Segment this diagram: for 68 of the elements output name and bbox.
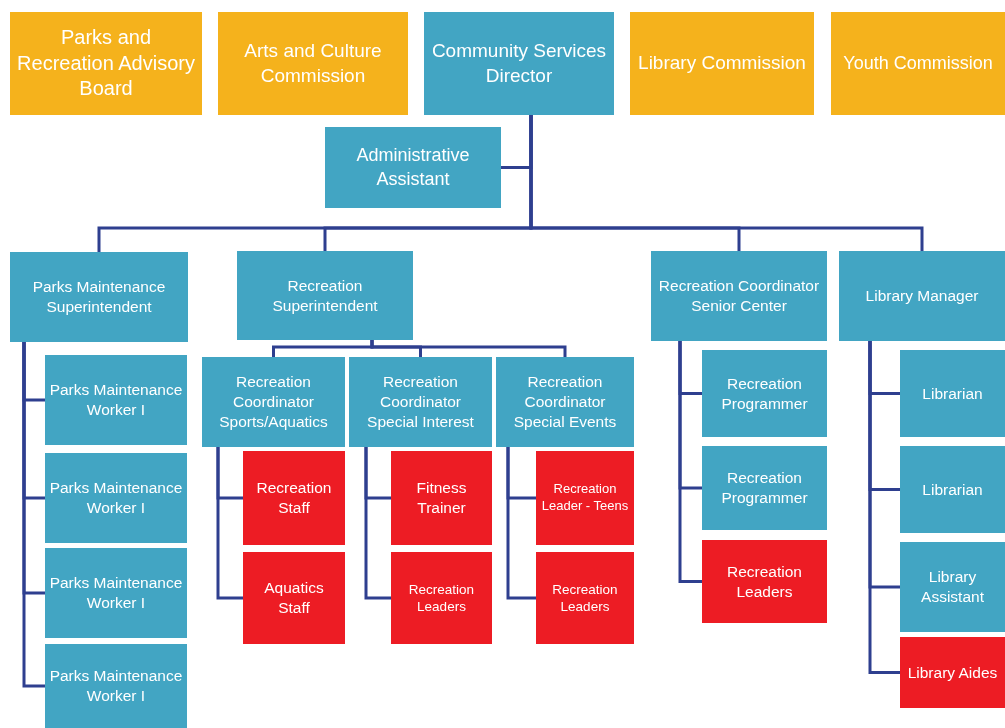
role-title: Fitness Trainer xyxy=(415,478,468,518)
role-title: Administrative Assistant xyxy=(355,144,471,191)
org-box xyxy=(243,451,345,545)
role-title: Recreation Coordinator Sports/Aquatics xyxy=(218,372,329,432)
org-box xyxy=(496,357,634,447)
org-box xyxy=(900,350,1005,437)
org-box xyxy=(630,12,814,115)
connector-line xyxy=(22,342,45,688)
org-box xyxy=(243,552,345,644)
org-box xyxy=(45,644,187,728)
org-box xyxy=(702,350,827,437)
role-title: Parks Maintenance Worker I xyxy=(49,478,183,518)
role-title: Recreation Programmer xyxy=(720,373,809,414)
org-box xyxy=(702,446,827,530)
role-title: Parks Maintenance Worker I xyxy=(49,573,183,613)
role-title: Recreation Leaders xyxy=(551,580,619,616)
role-title: Parks Maintenance Worker I xyxy=(49,380,183,420)
connector-line xyxy=(506,447,536,600)
role-title: Community Services Director xyxy=(430,39,608,88)
connector-line xyxy=(868,341,900,674)
org-box xyxy=(10,12,202,115)
org-box xyxy=(237,251,413,340)
role-title: Recreation Coordinator Special Events xyxy=(512,372,618,432)
role-title: Library Assistant xyxy=(920,567,985,607)
role-title: Youth Commission xyxy=(843,52,993,75)
org-box xyxy=(831,12,1005,115)
role-title: Arts and Culture Commission xyxy=(243,39,383,88)
org-box xyxy=(45,355,187,445)
org-box xyxy=(325,127,501,208)
connector-line xyxy=(678,341,702,583)
org-box xyxy=(900,637,1005,708)
role-title: Recreation Staff xyxy=(255,478,333,518)
org-box xyxy=(702,540,827,623)
role-title: Aquatics Staff xyxy=(263,578,325,618)
org-box xyxy=(391,451,492,545)
org-box xyxy=(839,251,1005,341)
connector-line xyxy=(370,340,567,357)
org-box xyxy=(45,548,187,638)
role-title: Parks Maintenance Worker I xyxy=(49,666,183,706)
connector-line xyxy=(529,115,924,251)
role-title: Librarian xyxy=(922,479,983,500)
org-box xyxy=(45,453,187,543)
role-title: Recreation Programmer xyxy=(720,468,809,508)
role-title: Library Aides xyxy=(907,662,998,683)
role-title: Recreation Leaders xyxy=(726,561,803,602)
role-title: Parks and Recreation Advisory Board xyxy=(16,25,196,102)
role-title: Librarian xyxy=(922,383,983,404)
org-box xyxy=(218,12,408,115)
role-title: Library Commission xyxy=(638,51,806,76)
org-box xyxy=(900,446,1005,533)
org-box xyxy=(10,252,188,342)
org-box xyxy=(202,357,345,447)
role-title: Library Manager xyxy=(865,286,979,306)
org-box xyxy=(391,552,492,644)
role-title: Recreation Leaders xyxy=(407,580,476,616)
role-title: Recreation Superintendent xyxy=(271,275,379,316)
role-title: Recreation Leader - Teens xyxy=(540,481,630,515)
org-box xyxy=(900,542,1005,632)
org-box xyxy=(424,12,614,115)
org-box xyxy=(536,451,634,545)
connector-line xyxy=(216,447,243,600)
org-box xyxy=(651,251,827,341)
role-title: Recreation Coordinator Special Interest xyxy=(366,372,475,432)
role-title: Recreation Coordinator Senior Center xyxy=(657,276,821,316)
connector-line xyxy=(364,447,391,600)
org-box xyxy=(349,357,492,447)
role-title: Parks Maintenance Superintendent xyxy=(31,277,167,317)
org-box xyxy=(536,552,634,644)
